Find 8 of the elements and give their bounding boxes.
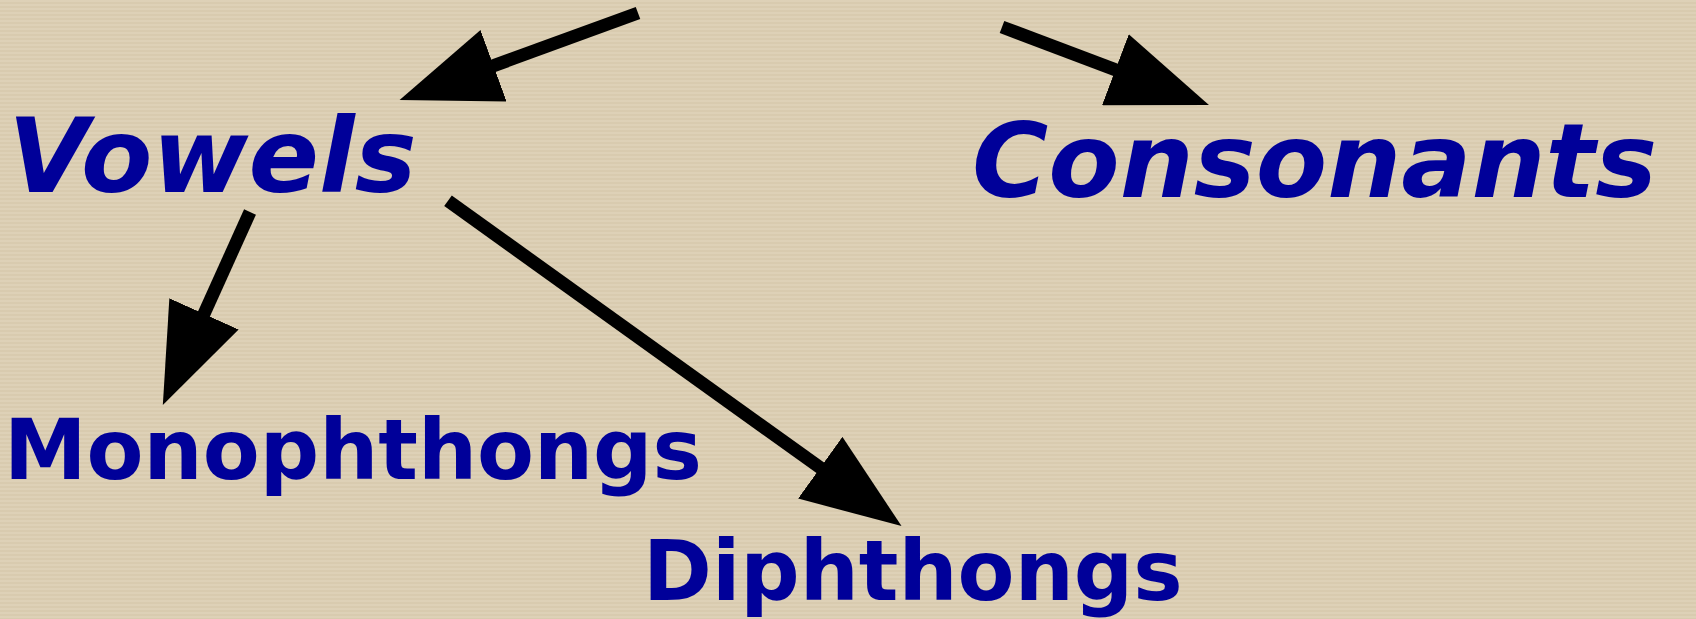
arrow <box>162 209 256 405</box>
arrow <box>444 195 902 526</box>
category-label: Consonants <box>972 105 1690 217</box>
arrow <box>399 6 641 102</box>
category-label: Monophthongs <box>4 405 726 500</box>
category-label: Diphthongs <box>643 526 1205 618</box>
category-label: Vowels <box>8 100 448 212</box>
arrow <box>999 20 1209 106</box>
